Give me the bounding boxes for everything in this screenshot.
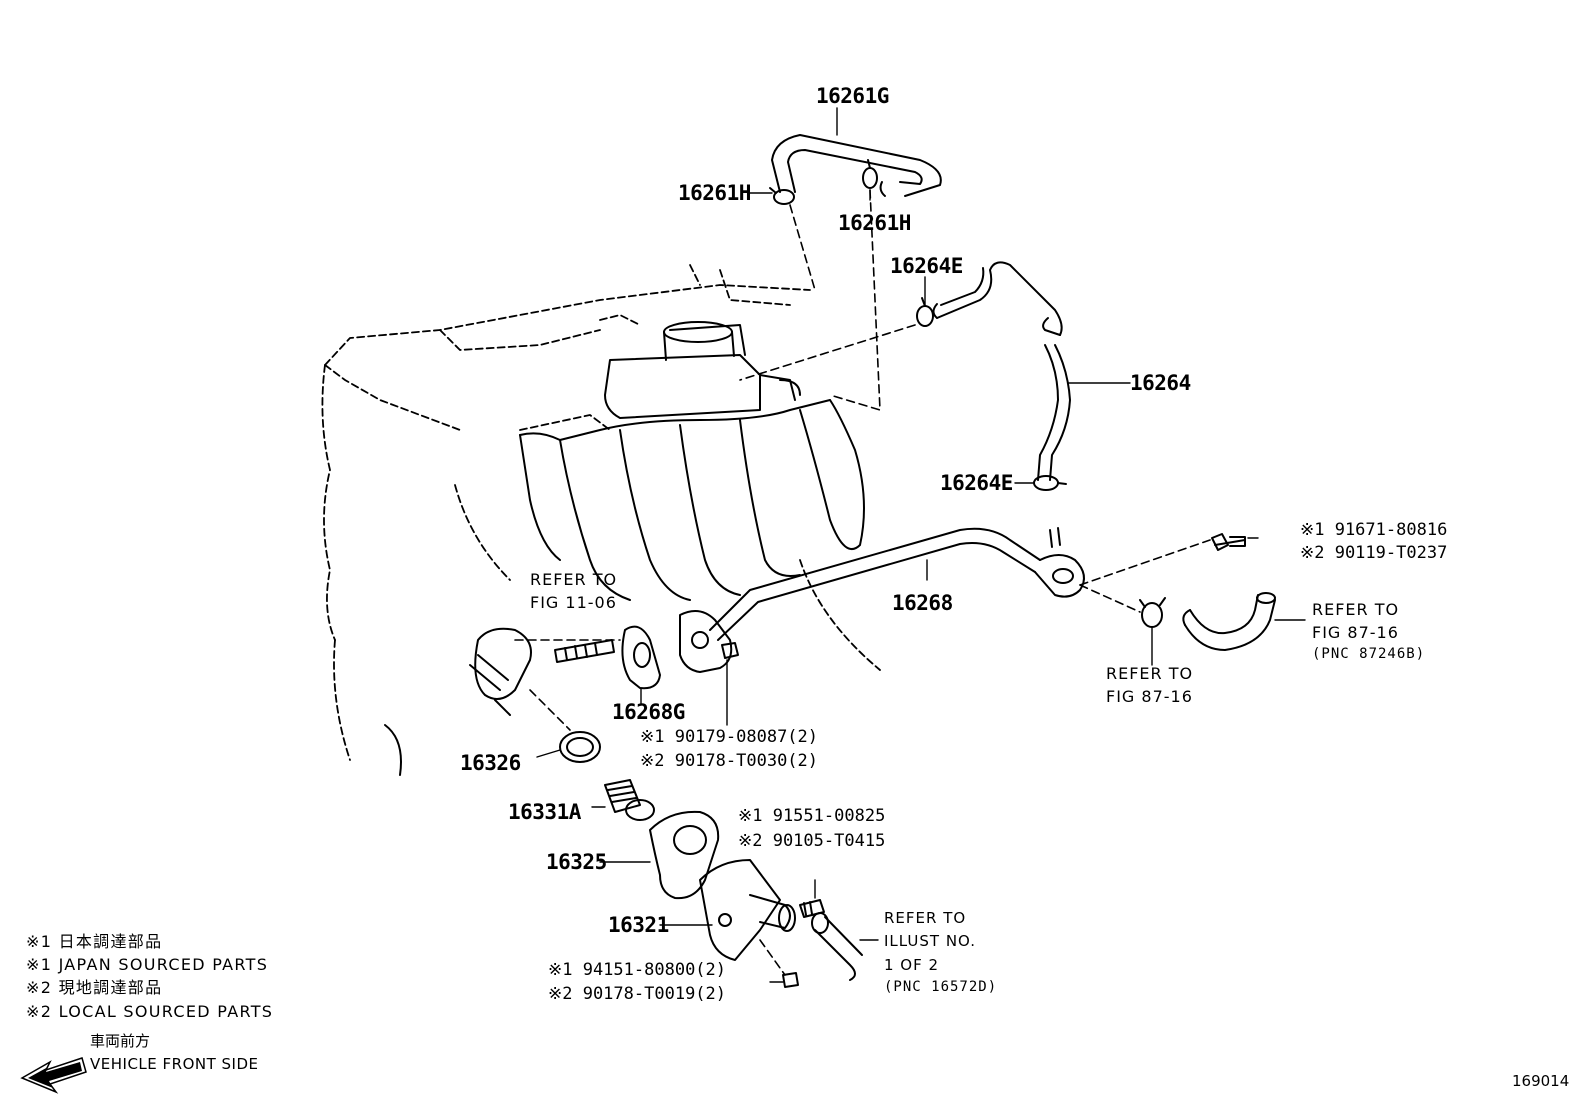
legend-line-japan-jp: ※1 日本調達部品 — [26, 932, 163, 951]
thermostat-16331a — [604, 779, 655, 821]
gasket-16268g — [621, 625, 661, 690]
part-label-16331a: 16331A — [508, 800, 581, 824]
reference-fig-87-16-hose-line2: FIG 87-16 — [1312, 623, 1399, 643]
reference-illust-line4: (PNC 16572D) — [884, 978, 998, 995]
part-label-16321: 16321 — [608, 913, 669, 937]
gasket-16326 — [559, 731, 601, 763]
fastener-label-94151-local: ※2 90178-T0019(2) — [548, 984, 727, 1004]
pipe-16268 — [679, 527, 1085, 673]
reference-fig-87-16-clamp: REFER TO FIG 87-16 — [1106, 662, 1193, 708]
stud-bolt — [554, 639, 615, 663]
reference-illust-line1: REFER TO — [884, 909, 967, 927]
fastener-label-91671-japan: ※1 91671-80816 — [1300, 520, 1448, 540]
legend-line-local-jp: ※2 現地調達部品 — [26, 978, 163, 998]
hose-16261g — [771, 134, 942, 197]
reference-fig-11-06-line2: FIG 11-06 — [530, 593, 617, 613]
guide-lines — [514, 189, 1211, 976]
fastener-label-90179-japan: ※1 90179-08087(2) — [640, 727, 819, 747]
clamp-16261h-left — [769, 187, 795, 205]
legend-line-japan-en: ※1 JAPAN SOURCED PARTS — [26, 955, 269, 975]
legend-line-local-en: ※2 LOCAL SOURCED PARTS — [26, 1001, 274, 1021]
fastener-label-91551-local: ※2 90105-T0415 — [738, 831, 886, 851]
part-label-16264: 16264 — [1130, 371, 1191, 395]
leader-lines — [536, 107, 1306, 983]
direction-label-en: VEHICLE FRONT SIDE — [90, 1055, 259, 1073]
clamp-87-16 — [1139, 597, 1166, 628]
bolt-91671 — [1211, 533, 1246, 551]
figure-number: 169014 — [1512, 1072, 1570, 1090]
part-label-16264e-bottom: 16264E — [940, 471, 1013, 495]
reference-illust-1-of-2: REFER TO ILLUST NO. 1 OF 2 (PNC 16572D) — [884, 907, 997, 998]
fastener-label-91551-japan: ※1 91551-00825 — [738, 806, 886, 826]
reference-fig-11-06: REFER TO FIG 11-06 — [530, 568, 617, 614]
reference-illust-line2: ILLUST NO. — [884, 932, 977, 951]
part-label-16261h-right: 16261H — [838, 211, 911, 235]
reference-fig-87-16-hose-line3: (PNC 87246B) — [1312, 646, 1426, 663]
direction-label-jp: 車両前方 — [90, 1032, 151, 1050]
bolt-91551 — [799, 899, 825, 918]
reference-fig-87-16-clamp-line2: FIG 87-16 — [1106, 687, 1193, 707]
hose-16572d — [811, 912, 863, 981]
hose-87246b — [1182, 592, 1276, 651]
clamp-16261h-right — [862, 159, 878, 189]
engine-block-outline — [321, 264, 881, 761]
fastener-label-90179-local: ※2 90178-T0030(2) — [640, 751, 819, 771]
part-label-16325: 16325 — [546, 850, 607, 874]
intake-manifold — [519, 321, 865, 601]
reference-fig-11-06-line1: REFER TO — [530, 570, 618, 589]
cylinder-head-flange — [384, 627, 532, 776]
hose-16264 — [932, 261, 1071, 481]
nut-94151 — [782, 972, 799, 988]
fastener-label-94151-japan: ※1 94151-80800(2) — [548, 960, 727, 980]
part-label-16268: 16268 — [892, 591, 953, 615]
reference-illust-line3: 1 OF 2 — [884, 955, 940, 974]
fastener-label-91671-local: ※2 90119-T0237 — [1300, 543, 1448, 563]
part-label-16264e-top: 16264E — [890, 254, 963, 278]
reference-fig-87-16-hose: REFER TO FIG 87-16 (PNC 87246B) — [1312, 598, 1425, 665]
part-label-16261g: 16261G — [816, 84, 889, 108]
reference-fig-87-16-hose-line1: REFER TO — [1312, 600, 1400, 619]
water-inlet-16321 — [699, 859, 796, 961]
front-direction-arrow-icon — [20, 1057, 87, 1094]
reference-fig-87-16-clamp-line1: REFER TO — [1106, 664, 1194, 683]
part-label-16326: 16326 — [460, 751, 521, 775]
nut-90179 — [721, 642, 739, 659]
part-label-16261h-left: 16261H — [678, 181, 751, 205]
gasket-16325 — [649, 810, 720, 900]
part-label-16268g: 16268G — [612, 700, 685, 724]
legend: ※1 日本調達部品 ※1 JAPAN SOURCED PARTS ※2 現地調達… — [26, 930, 273, 1023]
